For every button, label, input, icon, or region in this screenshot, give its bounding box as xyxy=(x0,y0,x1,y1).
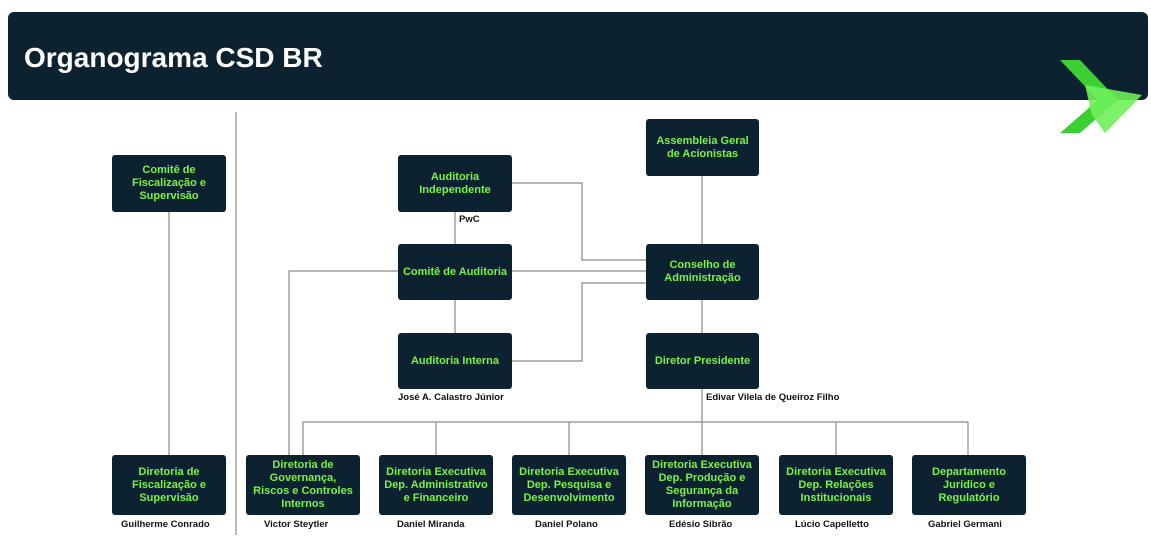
caption-polano: Daniel Polano xyxy=(535,519,598,530)
diretoria-governanca-box: Diretoria de Governança, Riscos e Contro… xyxy=(246,455,360,515)
caption-miranda: Daniel Miranda xyxy=(397,519,465,530)
caption-sibrao: Edésio Sibrão xyxy=(669,519,733,530)
caption-capelletto: Lúcio Capelletto xyxy=(795,519,869,530)
auditoria-interna-box: Auditoria Interna xyxy=(398,333,512,389)
caption-conrado: Guilherme Conrado xyxy=(121,519,210,530)
auditoria-independente-box: Auditoria Independente xyxy=(398,155,512,212)
diretoria-pesquisa-box: Diretoria Executiva Dep. Pesquisa e Dese… xyxy=(512,455,626,515)
title-banner xyxy=(8,12,1148,100)
page-title: Organograma CSD BR xyxy=(24,42,323,73)
caption-edivar: Edivar Vilela de Queiroz Filho xyxy=(706,392,840,403)
comite-fiscalizacao-box: Comitê de Fiscalização e Supervisão xyxy=(112,155,226,212)
caption-pwc: PwC xyxy=(459,214,480,225)
logo-arrow-icon xyxy=(1060,60,1142,133)
assembleia-geral-box: Assembleia Geral de Acionistas xyxy=(646,119,759,176)
diretoria-administrativo-box: Diretoria Executiva Dep. Administrativo … xyxy=(379,455,493,515)
caption-steytler: Victor Steytler xyxy=(264,519,329,530)
conselho-administracao-box: Conselho de Administração xyxy=(646,244,759,300)
diretoria-relacoes-box: Diretoria Executiva Dep. Relações Instit… xyxy=(779,455,893,515)
diretor-presidente-box: Diretor Presidente xyxy=(646,333,759,389)
caption-calastro: José A. Calastro Júnior xyxy=(398,392,504,403)
diretoria-producao-box: Diretoria Executiva Dep. Produção e Segu… xyxy=(645,455,759,515)
caption-germani: Gabriel Germani xyxy=(928,519,1002,530)
comite-auditoria-box: Comitê de Auditoria xyxy=(398,244,512,300)
diretoria-fiscalizacao-box: Diretoria de Fiscalização e Supervisão xyxy=(112,455,226,515)
departamento-juridico-box: Departamento Jurídico e Regulatório xyxy=(912,455,1026,515)
